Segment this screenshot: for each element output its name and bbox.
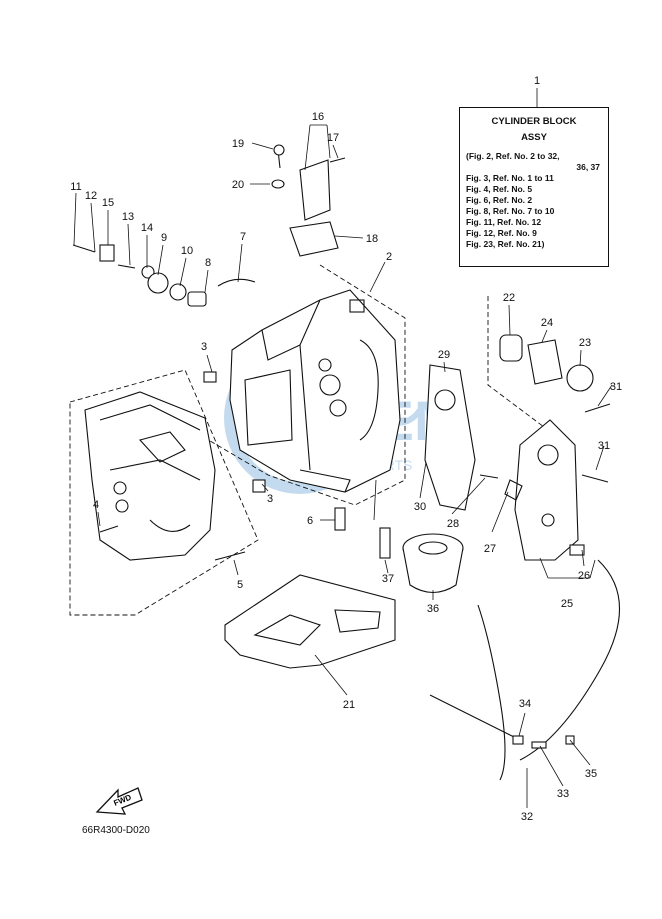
callout-21: 21 xyxy=(343,699,355,711)
callout-25: 25 xyxy=(561,598,573,610)
callout-28: 28 xyxy=(447,518,459,530)
callout-22: 22 xyxy=(503,292,515,304)
callout-3b: 3 xyxy=(267,493,273,505)
callout-1: 1 xyxy=(534,75,540,87)
callout-12: 12 xyxy=(85,190,97,202)
callout-32: 32 xyxy=(521,811,533,823)
callout-27: 27 xyxy=(484,543,496,555)
callout-18: 18 xyxy=(366,233,378,245)
callout-13: 13 xyxy=(122,211,134,223)
callout-7: 7 xyxy=(240,231,246,243)
callout-23: 23 xyxy=(579,337,591,349)
info-box-line: 36, 37 xyxy=(576,162,600,172)
callout-16: 16 xyxy=(312,111,324,123)
gasket-part xyxy=(224,574,396,669)
info-box-title: CYLINDER BLOCK xyxy=(491,116,577,127)
small-fasteners xyxy=(72,144,611,561)
leader-lines xyxy=(73,88,613,808)
callout-34: 34 xyxy=(519,698,531,710)
assembly-outlines xyxy=(69,264,549,616)
callout-19: 19 xyxy=(232,138,244,150)
callout-5: 5 xyxy=(237,579,243,591)
callout-31b: 31 xyxy=(598,440,610,452)
info-box-subtitle: ASSY xyxy=(521,132,547,143)
cylinder-block-part xyxy=(229,289,401,493)
info-box-line: Fig. 4, Ref. No. 5 xyxy=(466,184,533,194)
gasket-29-part xyxy=(424,364,476,511)
callout-26: 26 xyxy=(578,570,590,582)
callout-37: 37 xyxy=(382,573,394,585)
drawing-code: 66R4300-D020 xyxy=(82,825,150,836)
info-box-line: Fig. 3, Ref. No. 1 to 11 xyxy=(466,173,554,183)
callout-14: 14 xyxy=(141,222,153,234)
info-box-line: (Fig. 2, Ref. No. 2 to 32, xyxy=(466,151,560,161)
callout-17: 17 xyxy=(327,132,339,144)
info-box-line: Fig. 6, Ref. No. 2 xyxy=(466,195,533,205)
thermostat-parts xyxy=(499,334,594,392)
assembly-info-box: CYLINDER BLOCK ASSY (Fig. 2, Ref. No. 2 … xyxy=(459,107,609,267)
info-box-line: Fig. 11, Ref. No. 12 xyxy=(466,217,542,227)
callout-9: 9 xyxy=(161,232,167,244)
callout-6: 6 xyxy=(307,515,313,527)
cover-part xyxy=(514,419,579,561)
callout-11: 11 xyxy=(70,181,81,193)
oil-filter-part xyxy=(402,533,464,594)
info-box-line: Fig. 8, Ref. No. 7 to 10 xyxy=(466,206,555,216)
callout-33: 33 xyxy=(557,788,569,800)
callout-4: 4 xyxy=(93,499,99,511)
info-box-line: Fig. 23, Ref. No. 21) xyxy=(466,239,545,249)
hose-part xyxy=(429,559,621,781)
callout-30: 30 xyxy=(414,501,426,513)
callout-24: 24 xyxy=(541,317,553,329)
stud-part xyxy=(379,527,391,559)
callout-8: 8 xyxy=(205,257,211,269)
callout-2: 2 xyxy=(386,251,392,263)
callout-35: 35 xyxy=(585,768,597,780)
fwd-arrow-icon: FWD xyxy=(95,787,143,815)
crankcase-part xyxy=(84,391,216,561)
callout-31: 31 xyxy=(610,381,622,393)
info-box-line: Fig. 12, Ref. No. 9 xyxy=(466,228,537,238)
callout-15: 15 xyxy=(102,197,114,209)
callout-20: 20 xyxy=(232,179,244,191)
callout-3: 3 xyxy=(201,341,207,353)
callout-29: 29 xyxy=(438,349,450,361)
callout-10: 10 xyxy=(181,245,193,257)
callout-36: 36 xyxy=(427,603,439,615)
callout-labels: 1 2 3 3 4 5 6 7 8 9 10 11 12 13 14 15 16… xyxy=(70,75,622,823)
